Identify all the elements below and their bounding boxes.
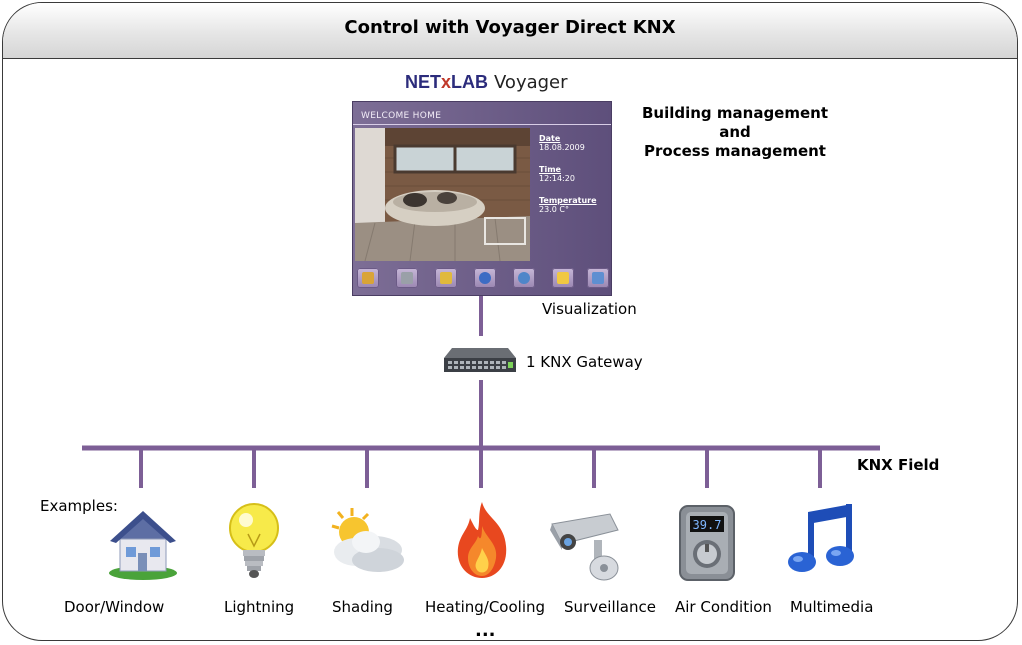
lighting-button[interactable] (396, 268, 418, 288)
thermostat-icon: 39.7 (678, 504, 736, 586)
device-label-lightning: Lightning (224, 598, 295, 616)
examples-label: Examples: (40, 497, 118, 515)
music-note-icon (782, 502, 858, 582)
visualization-label: Visualization (542, 300, 637, 318)
weather-button[interactable] (552, 268, 574, 288)
camera-icon (548, 510, 624, 586)
header-bar: Control with Voyager Direct KNX (3, 3, 1017, 59)
more-devices-ellipsis: ... (475, 620, 496, 641)
netxlab-logo: NETxLAB (405, 72, 489, 92)
flame-icon (452, 500, 512, 584)
mail-button[interactable] (435, 268, 457, 288)
status-panel: Date 18.08.2009 Time 12:14:20 Temperatur… (539, 134, 597, 214)
management-description: Building management and Process manageme… (641, 104, 829, 160)
light-bulb-icon (226, 500, 282, 584)
globe-button[interactable] (474, 268, 496, 288)
thermostat-readout: 39.7 (693, 518, 722, 532)
gateway-label: 1 KNX Gateway (526, 353, 643, 371)
screen-title: WELCOME HOME (361, 111, 442, 121)
sun-cloud-icon (326, 506, 408, 582)
house-icon (106, 505, 180, 585)
device-label-shading: Shading (332, 598, 393, 616)
screen-button-tray (353, 262, 611, 296)
device-label-heating-cooling: Heating/Cooling (425, 598, 546, 616)
room-photo (355, 128, 530, 261)
home-button[interactable] (357, 268, 379, 288)
device-label-door-window: Door/Window (64, 598, 165, 616)
voyager-screen: WELCOME HOME Date 18.08.2009 Time 12:14:… (352, 101, 612, 296)
device-label-surveillance: Surveillance (564, 598, 656, 616)
device-label-multimedia: Multimedia (790, 598, 874, 616)
device-label-air-condition: Air Condition (675, 598, 772, 616)
diagram-title: Control with Voyager Direct KNX (344, 17, 676, 38)
settings-button[interactable] (587, 268, 609, 288)
product-name: Voyager (494, 72, 568, 93)
knx-gateway-icon (442, 344, 518, 382)
knx-field-label: KNX Field (857, 456, 940, 474)
network-button[interactable] (513, 268, 535, 288)
